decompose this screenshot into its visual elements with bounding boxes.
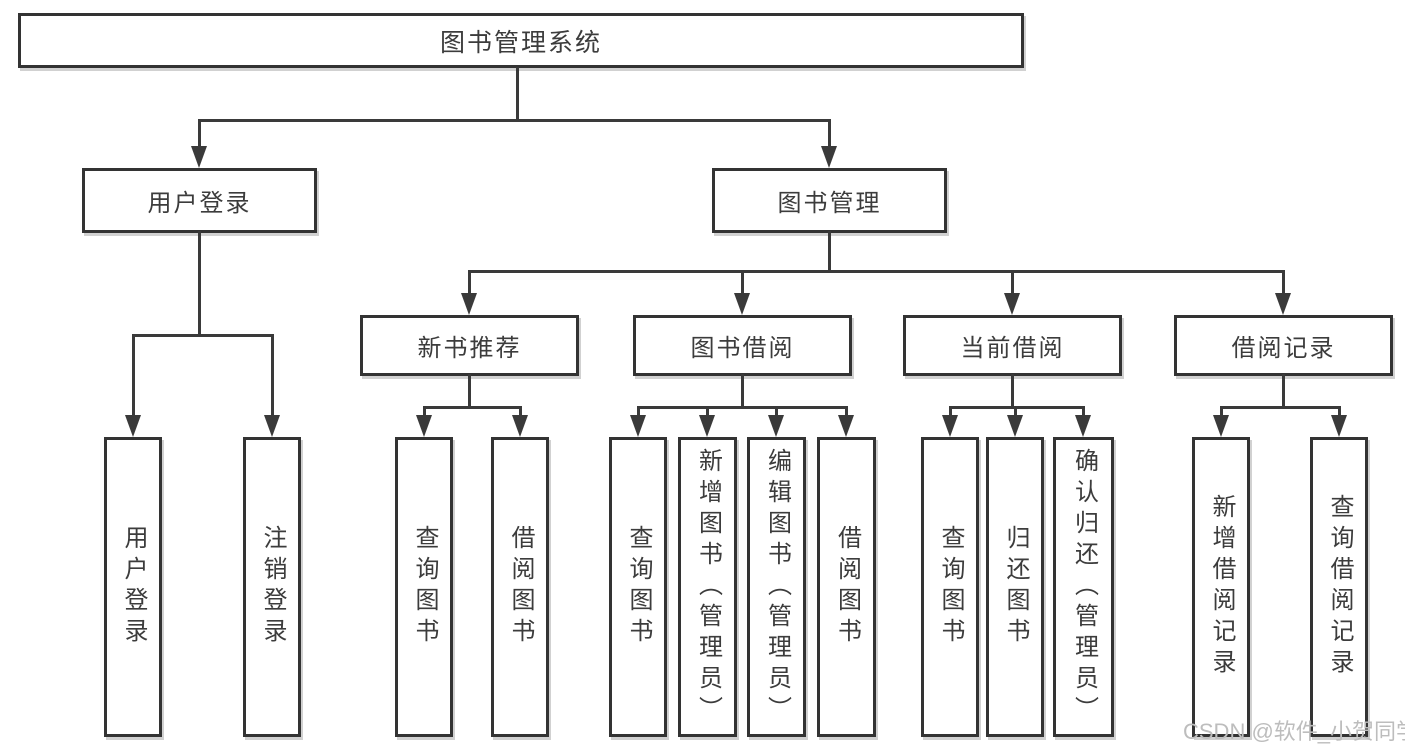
node-bb-query: 查询图书 <box>609 437 667 737</box>
arrow-to-bb-edit-icon <box>768 409 784 437</box>
node-nb-query: 查询图书 <box>395 437 453 737</box>
arrow-to-book-mgmt-icon <box>821 121 837 168</box>
node-user-login: 用户登录 <box>82 168 317 233</box>
node-root: 图书管理系统 <box>18 13 1024 68</box>
arrow-to-nb-borrow-icon <box>512 409 528 437</box>
node-bb-borrow: 借阅图书 <box>817 437 876 737</box>
edge-line-borrow-records-down <box>1281 374 1285 409</box>
node-current-borrow: 当前借阅 <box>903 315 1122 376</box>
arrow-to-borrow-records-icon <box>1275 273 1291 315</box>
arrow-to-bb-query-icon <box>630 409 646 437</box>
edge-line-root-spread <box>197 119 831 122</box>
edge-line-current-borrow-spread <box>948 406 1085 409</box>
edge-line-book-borrow-down <box>740 374 744 409</box>
edge-line-borrow-records-spread <box>1219 406 1341 409</box>
edge-line-root-down <box>515 67 519 121</box>
node-book-mgmt: 图书管理 <box>712 168 947 233</box>
arrow-to-user-login-icon <box>191 121 207 168</box>
node-cb-confirm: 确认归还（管理员） <box>1053 437 1114 737</box>
arrow-to-book-borrow-icon <box>734 273 750 315</box>
edge-line-book-mgmt-spread <box>467 270 1285 273</box>
arrow-to-br-query-icon <box>1331 409 1347 437</box>
arrow-to-bb-add-icon <box>699 409 715 437</box>
arrow-to-new-books-icon <box>461 273 477 315</box>
edge-line-new-books-spread <box>422 406 522 409</box>
edge-line-user-login-down <box>197 231 201 337</box>
arrow-to-current-borrow-icon <box>1004 273 1020 315</box>
arrow-to-nb-query-icon <box>416 409 432 437</box>
node-cb-return: 归还图书 <box>986 437 1044 737</box>
arrow-to-br-add-icon <box>1213 409 1229 437</box>
node-br-add: 新增借阅记录 <box>1192 437 1250 737</box>
node-cb-query: 查询图书 <box>921 437 979 737</box>
arrow-to-cb-return-icon <box>1007 409 1023 437</box>
edge-line-user-login-spread <box>131 334 274 337</box>
edge-line-book-mgmt-down <box>827 231 831 273</box>
arrow-to-cb-confirm-icon <box>1075 409 1091 437</box>
node-ul-logout: 注销登录 <box>243 437 301 737</box>
node-bb-edit: 编辑图书（管理员） <box>747 437 806 737</box>
arrow-to-bb-borrow-icon <box>838 409 854 437</box>
edge-line-book-borrow-spread <box>636 406 848 409</box>
csdn-watermark: CSDN @软件_小贺同学 <box>1183 719 1405 744</box>
node-nb-borrow: 借阅图书 <box>491 437 549 737</box>
node-book-borrow: 图书借阅 <box>633 315 852 376</box>
edge-line-current-borrow-down <box>1010 374 1014 409</box>
edge-line-new-books-down <box>467 374 471 409</box>
node-bb-add: 新增图书（管理员） <box>678 437 737 737</box>
node-new-books: 新书推荐 <box>360 315 579 376</box>
arrow-to-ul-logout-icon <box>264 337 280 437</box>
node-br-query: 查询借阅记录 <box>1310 437 1368 737</box>
arrow-to-cb-query-icon <box>942 409 958 437</box>
node-ul-login: 用户登录 <box>104 437 162 737</box>
node-borrow-records: 借阅记录 <box>1174 315 1393 376</box>
arrow-to-ul-login-icon <box>125 337 141 437</box>
